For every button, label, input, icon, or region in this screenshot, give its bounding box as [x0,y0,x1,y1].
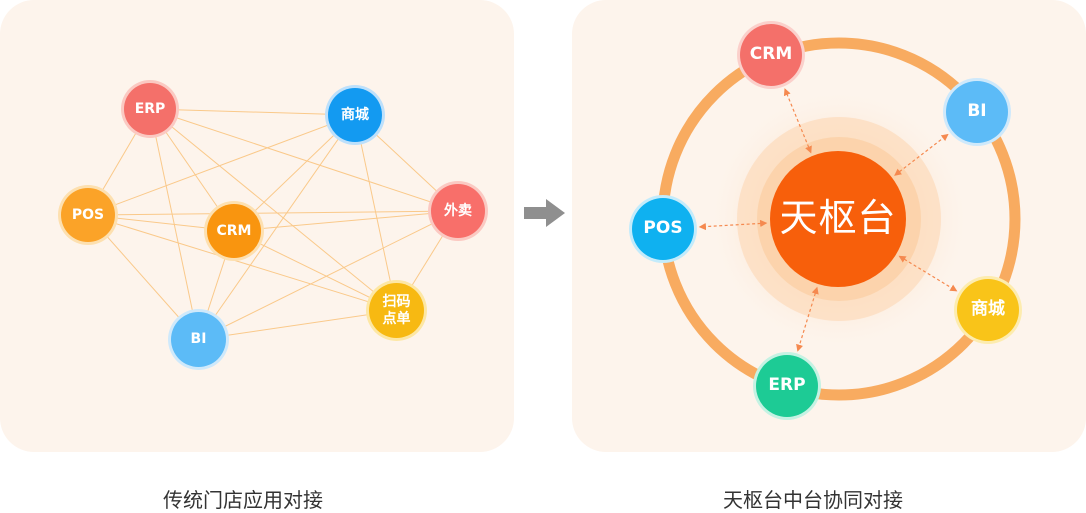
mesh-line-shop-scan [354,114,397,311]
left-node-takeout: 外卖 [431,184,485,238]
spoke-arrow-crm [783,88,812,154]
left-node-crm: CRM [207,204,261,258]
hub-label: 天枢台 [779,196,897,241]
mesh-line-crm-takeout [233,210,459,232]
hub-node-tianshutai: 天枢台 [770,151,906,287]
right-node-crm: CRM [740,24,802,86]
right-caption: 天枢台中台协同对接 [723,488,903,512]
left-caption: 传统门店应用对接 [163,488,323,512]
mesh-line-erp-takeout [149,108,459,212]
spoke-arrow-bi [894,133,949,176]
spoke-arrow-shop [898,255,958,292]
mesh-line-pos-scan [87,214,397,311]
spoke-arrow-pos [698,219,768,231]
mesh-line-shop-pos [87,114,356,216]
left-node-bi: BI [171,312,226,367]
mesh-line-scan-bi [198,310,397,340]
left-node-pos: POS [61,188,115,242]
mesh-line-shop-crm [233,114,356,232]
mesh-line-erp-scan [149,108,397,311]
mesh-line-crm-scan [233,230,397,311]
left-node-erp: ERP [124,83,176,135]
mesh-line-erp-shop [149,108,356,116]
mesh-line-takeout-bi [198,210,459,340]
left-node-scan-order: 扫码 点单 [369,283,424,338]
right-node-pos: POS [632,198,694,260]
right-node-shop: 商城 [957,279,1019,341]
mesh-line-pos-takeout [87,210,459,216]
right-node-erp: ERP [756,355,818,417]
left-node-shop: 商城 [328,88,382,142]
right-node-bi: BI [946,81,1008,143]
